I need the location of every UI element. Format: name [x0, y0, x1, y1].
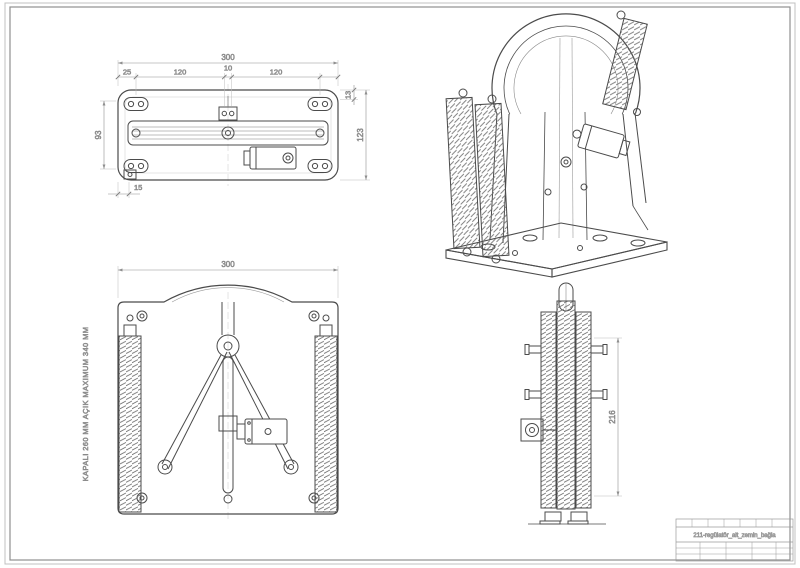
- title-block: 211-regülatör_alt_zemin_bağla: [675, 518, 794, 562]
- top-view: [117, 84, 339, 186]
- front-plate-outline: [117, 284, 339, 515]
- dim-123: 123: [356, 128, 365, 142]
- frame-legs: [489, 111, 649, 244]
- dim-13: 13: [344, 91, 353, 99]
- scissor-arms: [157, 351, 299, 475]
- dim-top-total: 300: [221, 53, 235, 62]
- front-spring-right: [314, 314, 338, 513]
- front-view-dimensions: 300 KAPALI 260 MM AÇIK MAXIMUM 340 MM: [81, 260, 339, 482]
- isometric-view: [445, 10, 668, 278]
- scissor-band: [127, 120, 329, 146]
- side-view-dimensions: 216: [594, 337, 622, 497]
- dim-front-total: 300: [221, 260, 235, 269]
- front-spring-left: [118, 314, 142, 513]
- side-bolts: [524, 344, 608, 400]
- dim-seg-10: 10: [224, 64, 232, 73]
- drawing-title: 211-regülatör_alt_zemin_bağla: [693, 533, 776, 539]
- sheet-frame: [4, 2, 796, 565]
- side-spring-center: [556, 300, 576, 510]
- clamp-block: [520, 418, 557, 442]
- corner-tab: [123, 169, 137, 180]
- iso-spring-left-2: [474, 102, 510, 258]
- side-view: [520, 282, 608, 525]
- motor-iso: [572, 123, 631, 159]
- center-bracket: [218, 96, 238, 121]
- base-feet: [528, 511, 606, 525]
- iso-spring-left-1: [445, 96, 481, 250]
- dim-seg-120b: 120: [270, 68, 283, 77]
- base-plate: [445, 222, 668, 278]
- stroke-note: KAPALI 260 MM AÇIK MAXIMUM 340 MM: [81, 327, 90, 482]
- dim-seg-25: 25: [123, 68, 131, 77]
- dim-15: 15: [134, 183, 142, 192]
- front-view: [117, 284, 339, 522]
- motor-plan: [243, 146, 297, 170]
- side-spring-left: [540, 311, 557, 509]
- side-spring-right: [575, 311, 592, 509]
- iso-spring-right: [602, 17, 648, 111]
- top-view-dimensions: 300 25 120 10 120 13 123 93 15: [94, 53, 370, 198]
- dim-93: 93: [94, 130, 103, 139]
- center-slot: [222, 356, 234, 494]
- dim-seg-120a: 120: [174, 68, 187, 77]
- dim-216: 216: [608, 410, 617, 424]
- corner-bolt-slots: [123, 97, 333, 173]
- motor-front: [236, 418, 288, 445]
